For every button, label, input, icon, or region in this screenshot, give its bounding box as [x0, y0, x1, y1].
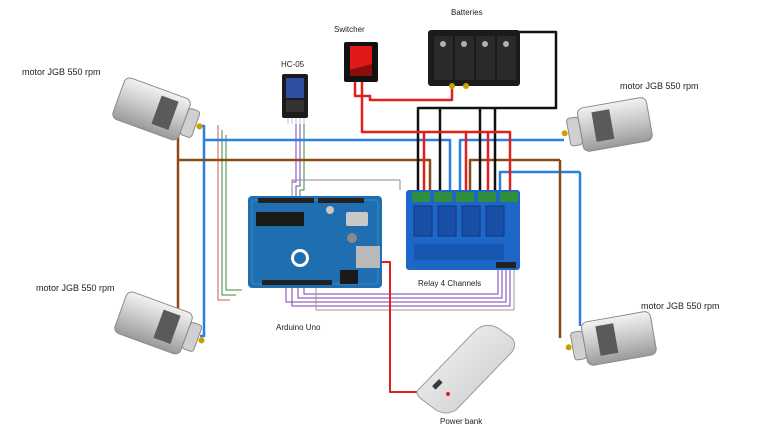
label-arduino: Arduino Uno — [276, 323, 321, 332]
label-motor-bottom-right: motor JGB 550 rpm — [641, 301, 720, 311]
label-relay: Relay 4 Channels — [418, 279, 481, 288]
hc05-module — [282, 74, 308, 124]
battery-holder — [428, 30, 520, 89]
rocker-switch — [344, 42, 378, 82]
wires — [176, 30, 582, 393]
labels: motor JGB 550 rpm motor JGB 550 rpm moto… — [22, 8, 720, 426]
power-bank — [416, 324, 516, 414]
label-power-bank: Power bank — [440, 417, 483, 426]
label-motor-top-right: motor JGB 550 rpm — [620, 81, 699, 91]
label-switcher: Switcher — [334, 25, 365, 34]
arduino-board — [248, 196, 382, 288]
label-hc05: HC-05 — [281, 60, 305, 69]
signal-wires — [217, 118, 515, 311]
motor-top-right — [561, 97, 653, 152]
motor-bottom-right — [565, 311, 657, 366]
label-motor-top-left: motor JGB 550 rpm — [22, 67, 101, 77]
label-motor-bottom-left: motor JGB 550 rpm — [36, 283, 115, 293]
motor-top-left — [112, 77, 203, 141]
label-batteries: Batteries — [451, 8, 483, 17]
relay-module — [406, 190, 520, 270]
motor-bottom-left — [114, 291, 205, 355]
